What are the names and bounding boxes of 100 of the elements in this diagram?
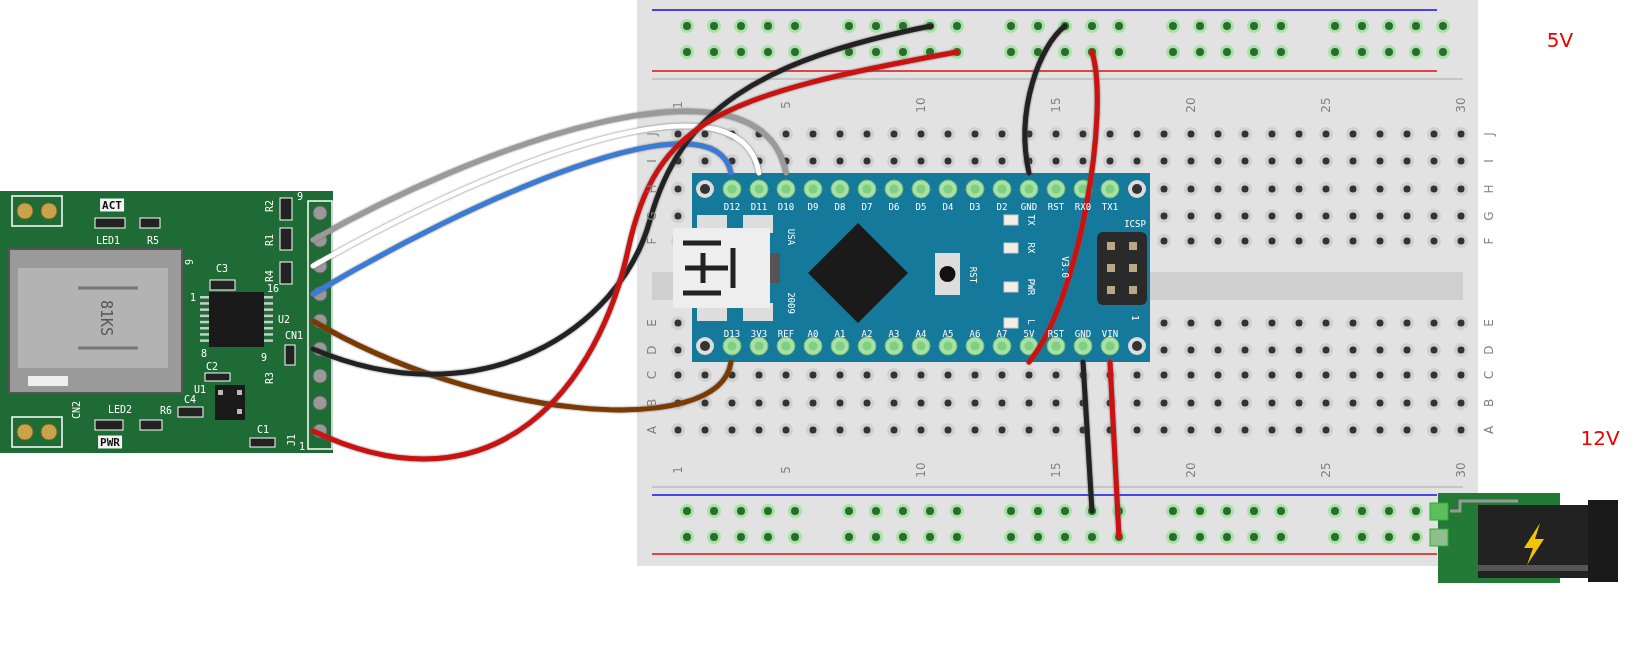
breadboard: [637, 0, 1478, 566]
row-letter: F: [646, 237, 658, 245]
row-letter: J: [1483, 132, 1495, 136]
pin-label: D4: [942, 202, 954, 212]
voltage-label: 5V: [1546, 30, 1574, 50]
pin-label: 5V: [1023, 329, 1035, 339]
pin-label: L: [1025, 319, 1035, 325]
pin-label: D3: [969, 202, 981, 212]
silkscreen-label: 9: [261, 353, 267, 363]
pin-label: GND: [1020, 202, 1038, 212]
row-letter: D: [646, 345, 658, 355]
pin-label: D10: [777, 202, 795, 212]
pin-label: D12: [723, 202, 741, 212]
column-number: 30: [1455, 462, 1467, 478]
jumper-wire: [1107, 359, 1122, 540]
column-number: 1: [672, 101, 684, 109]
row-letter: E: [1483, 319, 1495, 327]
silkscreen-label: R5: [147, 236, 159, 246]
pin-label: D5: [915, 202, 927, 212]
silkscreen-label: R1: [265, 234, 275, 246]
socket-marking: 81KS: [97, 299, 113, 337]
jumper-wire: [1022, 23, 1068, 176]
row-letter: A: [1483, 425, 1495, 435]
silkscreen-label: PWR: [98, 435, 122, 449]
pin-label: GND: [1074, 329, 1092, 339]
row-letter: C: [646, 370, 658, 380]
row-letter: H: [1483, 184, 1495, 194]
pin-label: A0: [807, 329, 819, 339]
column-number: 20: [1185, 97, 1197, 113]
pin-label: D11: [750, 202, 768, 212]
silkscreen-label: 9: [185, 259, 195, 265]
pin-label: RX: [1025, 242, 1035, 254]
row-letter: H: [646, 184, 658, 194]
silkscreen-label: U1: [194, 385, 206, 395]
silkscreen-label: 1: [190, 293, 196, 303]
pin-label: USA: [785, 228, 795, 246]
pin-label: PWR: [1025, 278, 1035, 296]
silkscreen-label: 8: [201, 349, 207, 359]
row-letter: C: [1483, 370, 1495, 380]
pin-label: 2009: [785, 292, 795, 314]
jumper-wire: [310, 49, 960, 462]
pin-label: D6: [888, 202, 900, 212]
row-letter: J: [646, 132, 658, 136]
silkscreen-label: 16: [267, 284, 279, 294]
row-letter: F: [1483, 237, 1495, 245]
jumper-wire: [1026, 49, 1100, 365]
jumper-wire: [1080, 359, 1095, 514]
silkscreen-label: C1: [257, 425, 269, 435]
column-number: 5: [780, 466, 792, 474]
pin-label: A4: [915, 329, 927, 339]
column-number: 25: [1320, 97, 1332, 113]
pin-label: 1: [1129, 315, 1139, 321]
pin-label: D9: [807, 202, 819, 212]
silkscreen-label: J1: [287, 434, 297, 446]
pin-label: V3.0: [1059, 256, 1069, 278]
pin-label: ICSP: [1124, 219, 1146, 229]
row-letter: I: [1483, 159, 1495, 163]
silkscreen-label: CN2: [72, 400, 82, 420]
pin-label: RST: [1047, 202, 1065, 212]
silkscreen-label: LED2: [107, 405, 133, 415]
row-letter: D: [1483, 345, 1495, 355]
jumper-wire: [310, 141, 734, 297]
silkscreen-label: R4: [265, 270, 275, 282]
silkscreen-label: C2: [206, 362, 218, 372]
row-letter: E: [646, 319, 658, 327]
pin-label: A5: [942, 329, 954, 339]
pin-label: TX1: [1101, 202, 1119, 212]
pin-label: RST: [967, 266, 977, 284]
row-letter: B: [646, 398, 658, 408]
silkscreen-label: C3: [216, 264, 228, 274]
pin-label: A3: [888, 329, 900, 339]
silkscreen-label: C4: [184, 395, 196, 405]
column-number: 30: [1455, 97, 1467, 113]
row-letter: G: [1483, 211, 1495, 221]
column-number: 1: [672, 466, 684, 474]
column-number: 20: [1185, 462, 1197, 478]
pin-label: A2: [861, 329, 873, 339]
jumper-wire: [310, 124, 762, 269]
row-letter: G: [646, 211, 658, 221]
column-number: 15: [1050, 97, 1062, 113]
column-number: 25: [1320, 462, 1332, 478]
pin-label: A1: [834, 329, 846, 339]
silkscreen-label: R6: [160, 406, 172, 416]
silkscreen-label: 9: [297, 192, 303, 202]
silkscreen-label: CN1: [284, 331, 304, 341]
jumper-wire: [310, 108, 789, 243]
column-number: 10: [915, 462, 927, 478]
row-letter: B: [1483, 398, 1495, 408]
column-number: 15: [1050, 462, 1062, 478]
silkscreen-label: R2: [265, 200, 275, 212]
column-number: 10: [915, 97, 927, 113]
sd-card-module: [0, 191, 333, 453]
pin-label: REF: [777, 329, 795, 339]
pin-label: D7: [861, 202, 873, 212]
row-letter: I: [646, 159, 658, 163]
silkscreen-label: ACT: [100, 198, 124, 212]
pin-label: 3V3: [750, 329, 768, 339]
column-number: 5: [780, 101, 792, 109]
pin-label: D2: [996, 202, 1008, 212]
pin-label: D13: [723, 329, 741, 339]
